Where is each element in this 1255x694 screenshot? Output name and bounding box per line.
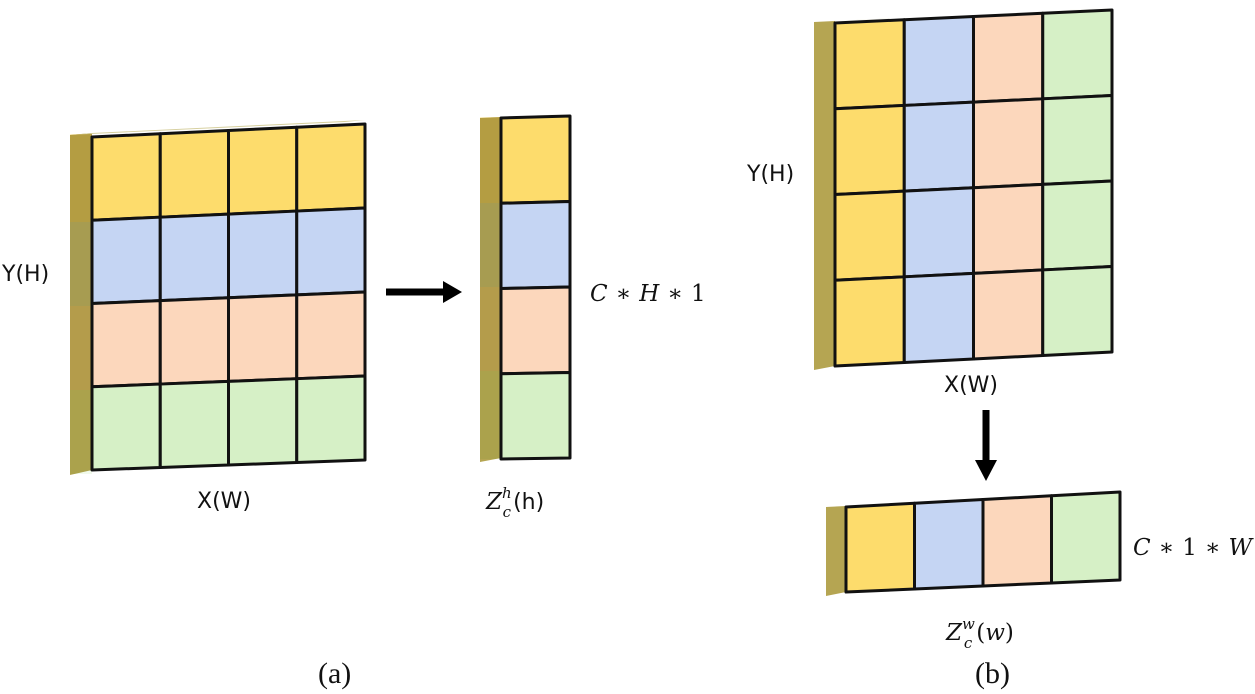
- panel-a-arrow: [386, 281, 462, 303]
- panel-a-dims-op1: ∗: [616, 281, 632, 307]
- panel-b-input-cell-r2-c4: [1041, 94, 1114, 186]
- panel-a-dims-op2: ∗: [667, 281, 683, 307]
- panel-b-output-label-open: (: [976, 620, 985, 646]
- panel-b-input-cell-r2-c3: [972, 97, 1045, 190]
- panel-a-output-label-sub: c: [503, 503, 512, 521]
- panel-b-input-cell-r1-c2: [902, 15, 975, 107]
- panel-a-input-cell-r3-c2: [158, 296, 230, 386]
- panel-b-input-cell-r1-c3: [972, 11, 1045, 104]
- panel-a-side-tint-green: [70, 390, 92, 474]
- panel-a-input-cell-r1-c1: [90, 132, 162, 222]
- panel-b-arrow: [975, 410, 997, 481]
- panel-a-side-tint-peach: [70, 306, 92, 390]
- panel-a-output-label-base: Z: [485, 489, 503, 515]
- panel-a-input-cell-r2-c3: [227, 209, 299, 300]
- panel-a-output-cell-r1-c1: [499, 114, 572, 205]
- panel-b-dims-1: 1: [1182, 535, 1197, 561]
- panel-a-dims-h: H: [638, 281, 660, 307]
- panel-b-output-label-base: Z: [945, 620, 963, 646]
- panel-a-dims-1: 1: [691, 281, 706, 307]
- panel-a-x-label: X(W): [197, 489, 251, 514]
- panel-b-input-cell-r3-c4: [1041, 179, 1114, 272]
- panel-b-input-cell-r2-c1: [833, 103, 906, 196]
- panel-b-output-cell-r1-c2: [913, 498, 985, 591]
- panel-b-input-grid: [833, 8, 1114, 368]
- panel-b-dims-label: C ∗ 1 ∗ W: [1133, 535, 1255, 561]
- panel-a-input-cell-r1-c3: [227, 125, 299, 216]
- panel-b-output-row: [844, 490, 1122, 594]
- panel-a-output-side-tint-peach: [480, 287, 501, 371]
- panel-b-input-cell-r4-c4: [1041, 265, 1114, 357]
- panel-a-dims-label: C ∗ H ∗ 1: [590, 281, 706, 307]
- panel-a-output-side-tint-yellow: [480, 117, 501, 203]
- panel-b-input-top-face: [814, 8, 1112, 22]
- panel-a-input-cell-r1-c4: [295, 122, 367, 213]
- panel-b-arrow-head: [975, 460, 997, 481]
- panel-a-input-cell-r3-c1: [90, 299, 162, 389]
- panel-b-output-label-close: ): [1005, 620, 1014, 646]
- panel-b-input-cell-r3-c3: [972, 182, 1045, 275]
- panel-b-input-cell-r3-c2: [902, 186, 975, 279]
- panel-a-input-cell-r3-c4: [295, 290, 367, 381]
- panel-a-input-cell-r2-c4: [295, 206, 367, 297]
- panel-b-y-label: Y(H): [746, 162, 794, 187]
- panel-a-output-column: [499, 114, 572, 461]
- panel-a-arrow-head: [443, 281, 462, 303]
- panel-b-output-cell-r1-c1: [844, 501, 916, 594]
- panel-b-input-cell-r4-c2: [902, 271, 975, 364]
- panel-a-output-label-arg: (h): [513, 490, 544, 515]
- panel-b-input-cell-r4-c3: [972, 268, 1045, 361]
- panel-a-y-label: Y(H): [1, 262, 49, 287]
- panel-a-output-side-tint-green: [480, 371, 501, 459]
- panel-b-output-label-arg: w: [985, 620, 1005, 646]
- panel-b-output-cell-r1-c4: [1050, 490, 1122, 585]
- panel-b-output-side-face: [826, 506, 846, 596]
- panel-a-output-cell-r3-c1: [499, 285, 572, 376]
- panel-b-dims-op1: ∗: [1159, 535, 1175, 561]
- panel-a-side-tint-yellow: [70, 134, 92, 222]
- panel-b-input-cell-r3-c1: [833, 189, 906, 282]
- panel-b-caption: (b): [975, 657, 1010, 690]
- panel-b-output-label-sup: w: [962, 615, 975, 633]
- panel-b-input-cell-r1-c1: [833, 18, 906, 111]
- panel-b-input-side-face: [814, 21, 835, 370]
- panel-a-input-cell-r4-c4: [295, 374, 367, 464]
- panel-a-input-top-face: [70, 120, 365, 135]
- panel-b-x-label: X(W): [944, 373, 998, 398]
- panel-b-output-label-sub: c: [964, 634, 973, 652]
- panel-a-output-side-tint-blue: [480, 203, 501, 287]
- panel-a-side-tint-blue: [70, 222, 92, 306]
- panel-b-output-cell-r1-c3: [981, 494, 1053, 588]
- panel-b-dims-op2: ∗: [1205, 535, 1221, 561]
- panel-a-input-cell-r4-c3: [227, 377, 299, 467]
- panel-a-input-cell-r4-c2: [158, 379, 230, 469]
- panel-a-input-cell-r1-c2: [158, 129, 230, 219]
- panel-a-input-cell-r2-c1: [90, 215, 162, 305]
- panel-a-output-label-sup: h: [502, 484, 512, 502]
- panel-a-output-cell-r2-c1: [499, 200, 572, 290]
- panel-a-caption: (a): [318, 657, 351, 690]
- panel-b-input-cell-r1-c4: [1041, 8, 1114, 101]
- panel-a-dims-c: C: [590, 281, 608, 307]
- panel-a-output-cell-r4-c1: [499, 371, 572, 461]
- panel-b-input-cell-r2-c2: [902, 100, 975, 193]
- panel-a-input-cell-r3-c3: [227, 293, 299, 383]
- panel-b-dims-w: W: [1229, 535, 1255, 561]
- panel-b-input-cell-r4-c1: [833, 275, 906, 368]
- panel-a-input-grid: [90, 122, 367, 472]
- panel-a-input-cell-r2-c2: [158, 212, 230, 303]
- panel-b-dims-c: C: [1133, 535, 1151, 561]
- panel-a-input-cell-r4-c1: [90, 382, 162, 472]
